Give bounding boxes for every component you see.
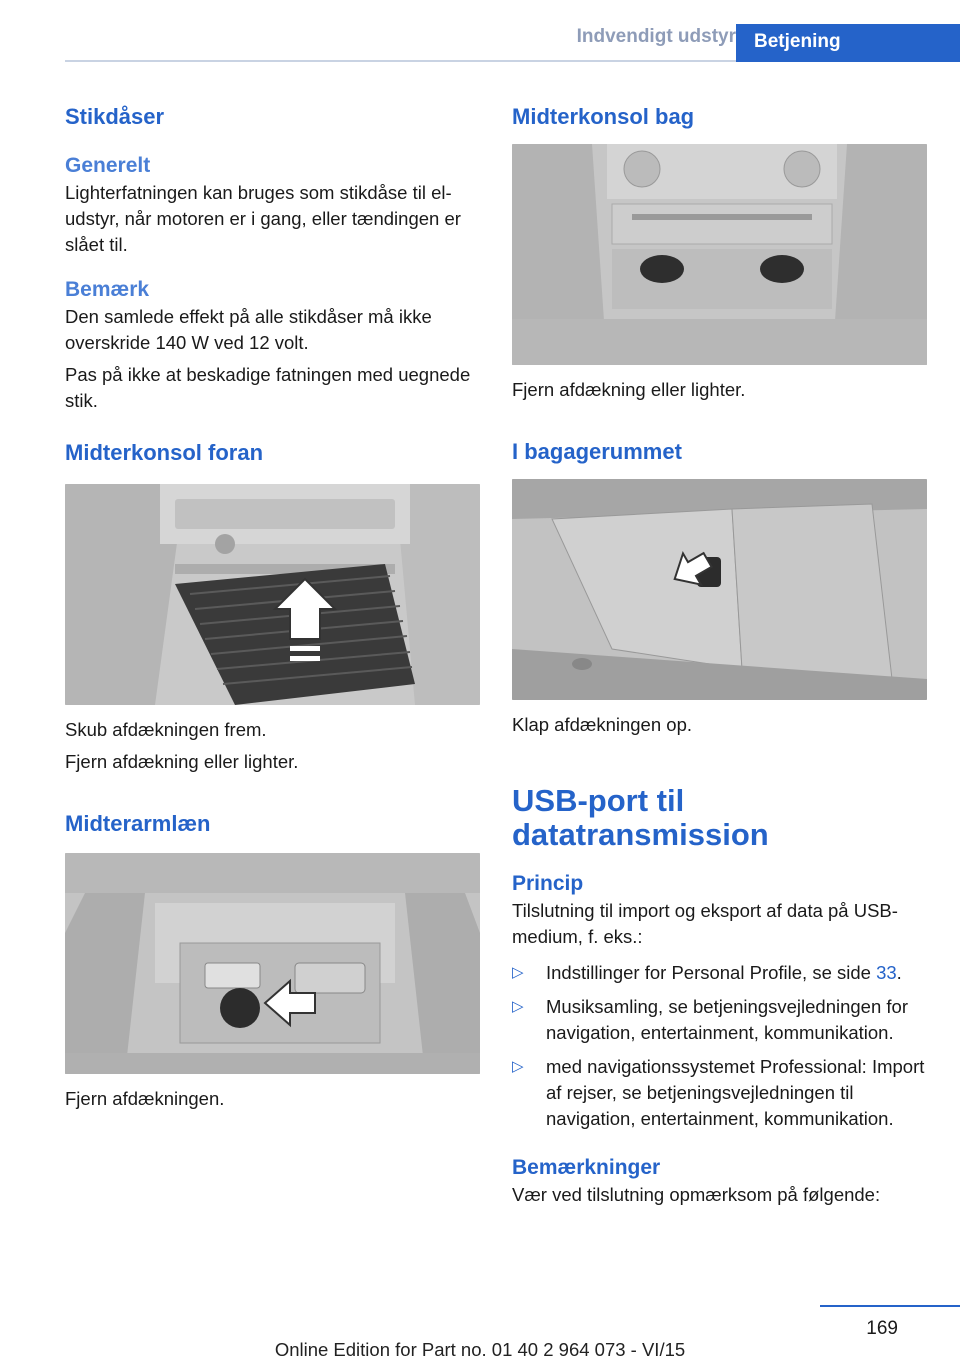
footer-rule [820, 1305, 960, 1307]
note-text-1: Den samlede effekt på alle stikdåser må … [65, 306, 432, 353]
heading-midterarmlaen: Midterarmlæn [65, 811, 211, 836]
bullet-text: med navigationssystemet Professional: Im… [546, 1056, 925, 1129]
heading-usb-port: USB-port til datatransmission [512, 783, 769, 852]
principle-text: Tilslutning til import og eksport af dat… [512, 900, 898, 947]
list-item: ▷ med navigationssystemet Professional: … [512, 1054, 928, 1132]
general-text: Lighterfatningen kan bruges som stikdåse… [65, 182, 461, 255]
footer-edition: Online Edition for Part no. 01 40 2 964 … [274, 1339, 686, 1360]
bullet-period: . [896, 962, 902, 983]
armrest-image [65, 853, 480, 1074]
rear-caption: Fjern afdækning eller lighter. [512, 379, 746, 400]
rear-console-image [512, 144, 927, 365]
front-caption-2: Fjern afdækning eller lighter. [65, 751, 299, 772]
heading-midterkonsol-foran: Midterkonsol foran [65, 440, 264, 465]
list-item: ▷ Indstillinger for Personal Profile, se… [512, 960, 928, 986]
section-title-stikdaaser: Stikdåser [65, 104, 165, 129]
usb-bullet-list: ▷ Indstillinger for Personal Profile, se… [512, 960, 928, 1132]
bullet-triangle-icon: ▷ [512, 998, 524, 1015]
bullet-triangle-icon: ▷ [512, 1058, 524, 1075]
front-caption-1: Skub afdækningen frem. [65, 719, 267, 740]
right-column: Midterkonsol bag Fjern afdækning eller l… [512, 100, 928, 1208]
header-section-tab[interactable]: Indvendigt udstyr [576, 26, 736, 47]
note-text-2: Pas på ikke at beskadige fatningen med u… [65, 364, 471, 411]
heading-bemaerk: Bemærk [65, 278, 150, 301]
heading-generelt: Generelt [65, 154, 151, 177]
trunk-image [512, 479, 927, 700]
page-link-33[interactable]: 33 [876, 962, 897, 983]
bullet-triangle-icon: ▷ [512, 964, 524, 981]
header-chapter-tab[interactable]: Betjening [736, 24, 960, 62]
heading-princip: Princip [512, 872, 584, 895]
armrest-caption: Fjern afdækningen. [65, 1088, 225, 1109]
notes-text: Vær ved tilslutning opmærksom på følgend… [512, 1184, 881, 1205]
front-console-image [65, 484, 480, 705]
page-number: 169 [866, 1318, 898, 1339]
bullet-text: Indstillinger for Personal Profile, se s… [546, 962, 877, 983]
bullet-text: Musiksamling, se betjeningsvejledningen … [546, 996, 908, 1043]
list-item: ▷ Musiksamling, se betjeningsvejledninge… [512, 994, 928, 1046]
left-column: Stikdåser Generelt Lighterfatningen kan … [65, 100, 481, 1112]
heading-midterkonsol-bag: Midterkonsol bag [512, 104, 695, 129]
heading-bemaerkninger: Bemærkninger [512, 1156, 661, 1179]
heading-i-bagagerummet: I bagagerummet [512, 439, 682, 464]
trunk-caption: Klap afdækningen op. [512, 714, 692, 735]
header-rule [65, 60, 960, 62]
